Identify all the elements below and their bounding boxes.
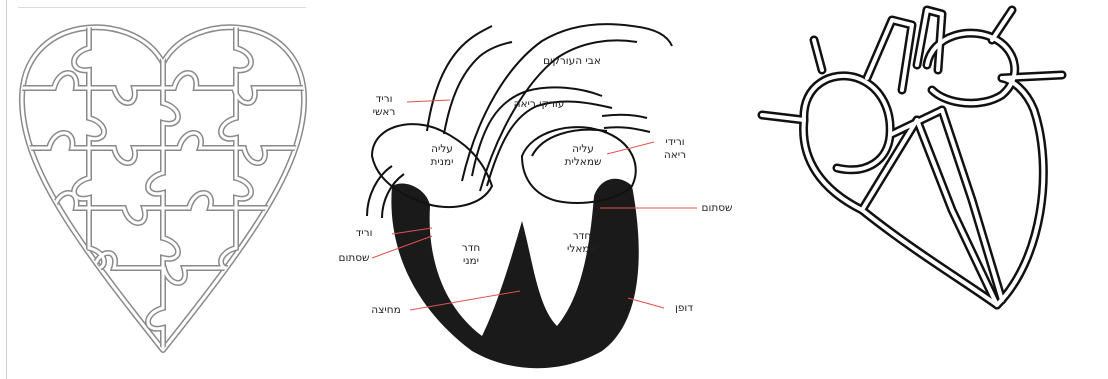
heart-outline-panel [742, 0, 1092, 330]
label-vein: וריד [344, 227, 384, 240]
label-left-atrium: עליה שמאלית [550, 143, 616, 169]
label-septum: מחיצה [360, 304, 412, 317]
heart-puzzle-drawing [14, 8, 312, 358]
label-pulmonary-artery: עורקי ריאה [504, 98, 574, 111]
label-wall: דופן [664, 302, 704, 315]
heart-anatomy-panel: אבי העורקים עורקי ריאה וריד ראשי ורידי ר… [332, 6, 732, 376]
left-divider [6, 0, 7, 379]
heart-muscle [391, 179, 638, 368]
label-right-atrium: עליה ימנית [414, 143, 470, 169]
label-head-vein: וריד ראשי [360, 93, 408, 119]
label-left-ventricle: חדר שמאלי [554, 230, 610, 256]
label-right-ventricle: חדר ימני [448, 242, 494, 268]
heart-puzzle-panel [14, 8, 312, 358]
heart-outline-drawing [742, 0, 1092, 330]
label-valve-left: שסתום [696, 202, 738, 215]
label-valve-right: שסתום [330, 252, 378, 265]
label-aorta: אבי העורקים [532, 55, 612, 68]
label-pulmonary-veins: ורידי ריאה [652, 136, 698, 162]
